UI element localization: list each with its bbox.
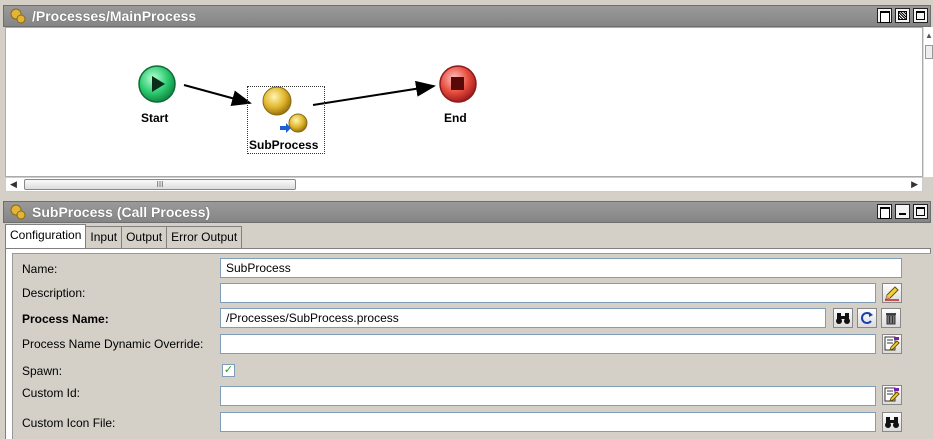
- maximize-button[interactable]: [913, 8, 928, 23]
- diagram-vertical-scrollbar[interactable]: ▲: [923, 27, 933, 177]
- name-label: Name:: [22, 262, 58, 276]
- description-field[interactable]: [220, 283, 876, 303]
- tab-input[interactable]: Input: [85, 226, 123, 248]
- edit-process-override-button[interactable]: [882, 334, 902, 354]
- process-name-label: Process Name:: [22, 312, 109, 326]
- scroll-up-icon[interactable]: ▲: [925, 31, 933, 40]
- spawn-label: Spawn:: [22, 364, 63, 378]
- editor-title: /Processes/MainProcess: [32, 8, 197, 24]
- editor-titlebar: /Processes/MainProcess: [3, 5, 931, 27]
- edit-custom-id-button[interactable]: [882, 385, 902, 405]
- tab-output[interactable]: Output: [121, 226, 168, 248]
- properties-titlebar: SubProcess (Call Process): [3, 201, 931, 223]
- transition-subprocess-to-end[interactable]: [312, 80, 436, 106]
- custom-icon-field[interactable]: [220, 412, 876, 432]
- play-icon: [152, 76, 165, 92]
- end-node[interactable]: [439, 65, 477, 103]
- name-field[interactable]: SubProcess: [220, 258, 902, 278]
- horizontal-scroll-thumb[interactable]: III: [24, 179, 296, 190]
- diagram-horizontal-scrollbar[interactable]: ◀ III ▶: [5, 177, 923, 192]
- scroll-right-icon[interactable]: ▶: [911, 179, 918, 189]
- edit-description-button[interactable]: [882, 283, 902, 303]
- start-label: Start: [141, 111, 169, 125]
- restore-button[interactable]: [877, 204, 892, 219]
- scroll-left-icon[interactable]: ◀: [10, 179, 17, 189]
- custom-id-label: Custom Id:: [22, 386, 81, 400]
- subprocess-gear-icon: [262, 86, 292, 116]
- diagram-svg: [138, 65, 477, 133]
- process-override-field[interactable]: [220, 334, 876, 354]
- subprocess-gear-small-icon: [288, 113, 308, 133]
- binoculars-icon: [836, 313, 850, 324]
- restore-button[interactable]: [877, 8, 892, 23]
- properties-tabs: Configuration Input Output Error Output: [5, 224, 243, 248]
- custom-icon-label: Custom Icon File:: [22, 416, 116, 430]
- process-diagram-canvas[interactable]: Start SubProcess End: [5, 27, 923, 177]
- vertical-scroll-thumb[interactable]: [925, 45, 933, 59]
- description-label: Description:: [22, 286, 86, 300]
- end-label: End: [444, 111, 467, 125]
- maximize-button[interactable]: [913, 204, 928, 219]
- minimize-button[interactable]: [895, 204, 910, 219]
- tab-error-output[interactable]: Error Output: [166, 226, 243, 248]
- refresh-process-button[interactable]: [857, 308, 877, 328]
- call-arrow-icon: [280, 123, 291, 133]
- subprocess-selection-box: [247, 86, 325, 154]
- process-gear-icon: [10, 8, 26, 24]
- browse-icon-button[interactable]: [882, 412, 902, 432]
- pencil-icon: [885, 286, 899, 301]
- expression-editor-icon: [884, 387, 900, 402]
- binoculars-icon: [885, 417, 899, 428]
- stop-icon: [451, 77, 464, 90]
- tab-configuration[interactable]: Configuration: [5, 224, 87, 248]
- subprocess-node[interactable]: [262, 86, 308, 133]
- process-name-field[interactable]: /Processes/SubProcess.process: [220, 308, 826, 328]
- properties-title: SubProcess (Call Process): [32, 204, 211, 220]
- float-button[interactable]: [895, 8, 910, 23]
- spawn-checkbox[interactable]: ✓: [222, 364, 235, 377]
- process-override-label: Process Name Dynamic Override:: [22, 337, 204, 351]
- scroll-grip: III: [156, 180, 164, 189]
- browse-process-button[interactable]: [833, 308, 853, 328]
- subprocess-label: SubProcess: [249, 138, 319, 152]
- refresh-icon: [861, 312, 873, 324]
- expression-editor-icon: [884, 336, 900, 351]
- trash-icon: [886, 313, 896, 325]
- transition-start-to-subprocess[interactable]: [183, 84, 252, 106]
- custom-id-field[interactable]: [220, 386, 876, 406]
- delete-process-button[interactable]: [881, 308, 901, 328]
- process-gear-icon: [10, 204, 26, 220]
- start-node[interactable]: [138, 65, 176, 103]
